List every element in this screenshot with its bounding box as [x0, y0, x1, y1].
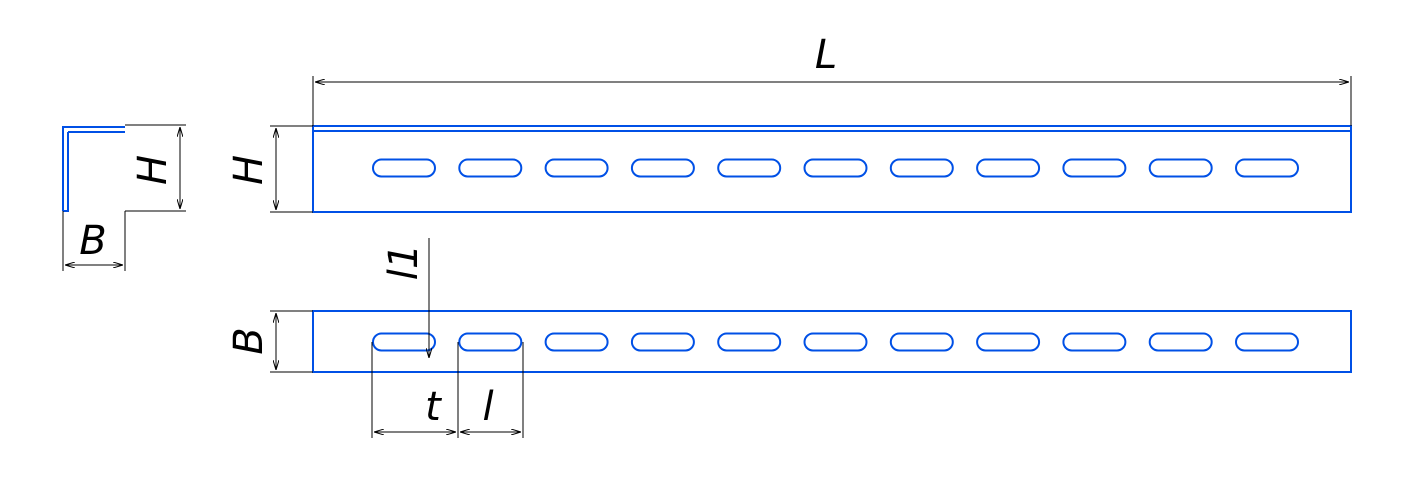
section-width-dimension: B: [62, 211, 126, 271]
slot-length-label: l: [482, 384, 493, 430]
slot-hole: [458, 332, 523, 352]
slot-hole: [889, 158, 954, 178]
slot-hole: [458, 158, 523, 178]
pitch-label: t: [425, 384, 442, 430]
pitch-dimension: t: [371, 342, 459, 438]
top-view-outline: [312, 310, 1352, 373]
slot-hole: [1235, 158, 1299, 178]
slot-hole: [544, 332, 609, 352]
cross-section-view: H B: [62, 124, 186, 271]
length-label: L: [815, 32, 837, 78]
section-width-label: B: [79, 218, 106, 264]
slot-hole: [1062, 158, 1127, 178]
slot-hole: [630, 158, 695, 178]
profile-outline: [62, 126, 125, 212]
slot-hole: [1235, 332, 1299, 352]
top-width-dimension: B: [226, 310, 313, 373]
side-view-slots: [372, 158, 1299, 178]
slot-hole: [372, 332, 436, 352]
slot-hole: [1148, 158, 1213, 178]
section-height-dimension: H: [125, 124, 186, 212]
slot-distance-label: l1: [381, 244, 427, 281]
slot-hole: [372, 158, 436, 178]
slot-hole: [1062, 332, 1127, 352]
slot-hole: [889, 332, 954, 352]
slot-length-dimension: l: [460, 342, 524, 438]
side-view-outline: [312, 125, 1352, 213]
slot-hole: [803, 332, 868, 352]
section-height-label: H: [130, 155, 176, 185]
top-view-slots: [372, 332, 1299, 352]
slot-hole: [1148, 332, 1213, 352]
top-width-label: B: [226, 327, 272, 354]
length-dimension: L: [312, 32, 1352, 126]
slot-hole: [630, 332, 695, 352]
slot-hole: [976, 158, 1041, 178]
slot-hole: [803, 158, 868, 178]
top-view: B l1 t l: [226, 238, 1352, 438]
side-height-dimension: H: [226, 125, 313, 213]
slot-distance-dimension: l1: [381, 238, 429, 358]
slot-hole: [717, 158, 782, 178]
slot-hole: [976, 332, 1041, 352]
side-height-label: H: [226, 155, 272, 185]
side-view: L H: [226, 32, 1352, 213]
slot-hole: [717, 332, 782, 352]
slot-hole: [544, 158, 609, 178]
